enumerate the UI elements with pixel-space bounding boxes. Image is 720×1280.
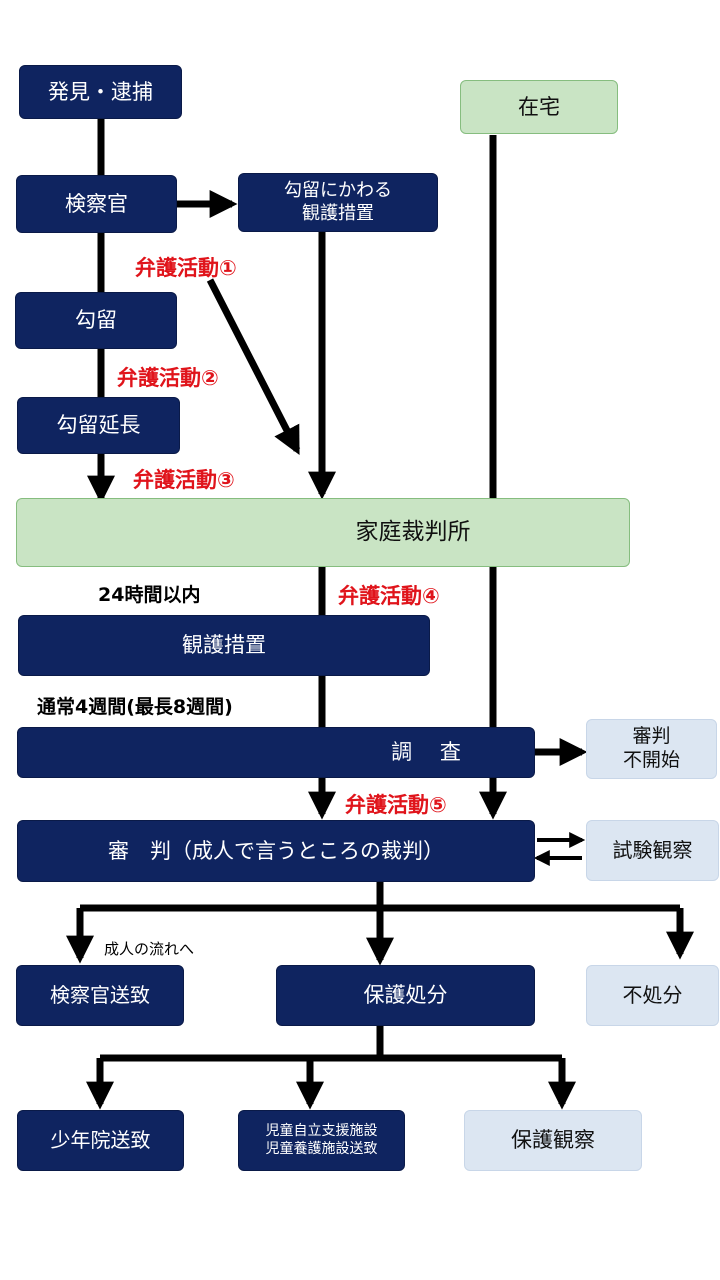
box-juvenile-training-school: 少年院送致 — [17, 1110, 184, 1171]
box-referral-prosecutor: 検察官送致 — [16, 965, 184, 1026]
label-defense-1: 弁護活動① — [135, 256, 237, 280]
label-defense-2: 弁護活動② — [117, 366, 219, 390]
box-observation-measure: 観護措置 — [18, 615, 430, 676]
box-probation: 保護観察 — [464, 1110, 642, 1171]
box-no-hearing: 審判 不開始 — [586, 719, 717, 779]
label-duration: 通常4週間(最長8週間) — [37, 696, 233, 718]
box-discovery-arrest: 発見・逮捕 — [19, 65, 182, 119]
box-prosecutor: 検察官 — [16, 175, 177, 233]
box-hearing: 審 判（成人で言うところの裁判） — [17, 820, 535, 882]
box-probation-trial: 試験観察 — [586, 820, 719, 881]
box-detention-extension: 勾留延長 — [17, 397, 180, 454]
label-to-adult-flow: 成人の流れへ — [104, 940, 195, 958]
label-defense-3: 弁護活動③ — [133, 468, 235, 492]
arrow-defense1-diagonal — [206, 278, 301, 455]
box-protective-disposition: 保護処分 — [276, 965, 535, 1026]
box-detention: 勾留 — [15, 292, 177, 349]
label-within-24h: 24時間以内 — [98, 584, 201, 606]
box-child-facility: 児童自立支援施設 児童養護施設送致 — [238, 1110, 405, 1171]
box-alt-detention: 勾留にかわる 観護措置 — [238, 173, 438, 232]
label-defense-4: 弁護活動④ — [338, 584, 440, 608]
box-family-court: 家庭裁判所 — [16, 498, 630, 567]
box-at-home: 在宅 — [460, 80, 618, 134]
label-defense-5: 弁護活動⑤ — [345, 793, 447, 817]
box-investigation: 調 査 — [17, 727, 535, 778]
box-no-disposition: 不処分 — [586, 965, 719, 1026]
